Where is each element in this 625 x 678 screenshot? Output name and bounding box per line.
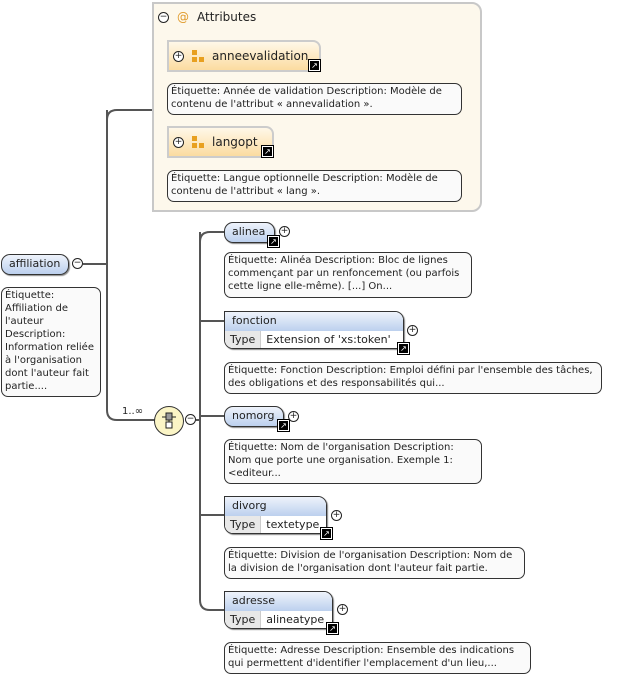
element-affiliation[interactable]: affiliation	[1, 254, 69, 275]
cardinality-label: 1..∞	[122, 406, 144, 417]
attribute-name: anneevalidation	[212, 49, 309, 63]
link-arrow-icon[interactable]: ↗	[277, 419, 290, 432]
type-value: textetype	[266, 518, 320, 531]
attributes-title: Attributes	[197, 10, 257, 24]
element-name: divorg	[225, 497, 326, 516]
type-label: Type	[225, 331, 262, 348]
attribute-note: Étiquette: Année de validation Descripti…	[167, 83, 462, 115]
element-note: Étiquette: Division de l'organisation De…	[224, 547, 525, 579]
attribute-note: Étiquette: Langue optionnelle Descriptio…	[167, 170, 462, 202]
element-note: Étiquette: Affiliation de l'auteur Descr…	[1, 287, 101, 397]
collapse-icon[interactable]: −	[185, 414, 196, 425]
type-label: Type	[225, 611, 262, 628]
link-arrow-icon[interactable]: ↗	[320, 527, 333, 540]
type-value: alineatype	[266, 613, 325, 626]
expand-icon[interactable]: +	[407, 325, 418, 336]
link-arrow-icon[interactable]: ↗	[326, 622, 339, 635]
link-arrow-icon[interactable]: ↗	[397, 342, 410, 355]
link-arrow-icon[interactable]: ↗	[267, 235, 280, 248]
attribute-name: langopt	[212, 135, 258, 149]
expand-icon[interactable]: +	[331, 510, 342, 521]
sequence-compositor-icon[interactable]	[154, 406, 184, 436]
expand-icon[interactable]: +	[173, 136, 184, 148]
element-nomorg[interactable]: nomorg	[224, 406, 284, 427]
expand-icon[interactable]: +	[337, 604, 348, 615]
element-note: Étiquette: Nom de l'organisation Descrip…	[224, 439, 482, 484]
element-fonction[interactable]: fonction Type Extension of 'xs:token'	[224, 311, 404, 349]
element-adresse[interactable]: adresse Type alineatype	[224, 591, 333, 629]
link-arrow-icon[interactable]: ↗	[308, 59, 321, 72]
element-divorg[interactable]: divorg Type textetype	[224, 496, 327, 534]
element-note: Étiquette: Fonction Description: Emploi …	[224, 362, 602, 394]
collapse-icon[interactable]: −	[158, 11, 169, 23]
element-note: Étiquette: Alinéa Description: Bloc de l…	[224, 252, 472, 298]
attribute-icon	[192, 50, 204, 62]
attribute-langopt[interactable]: + langopt ↗	[167, 126, 274, 158]
at-sign-icon: @	[177, 10, 189, 24]
link-arrow-icon[interactable]: ↗	[261, 145, 274, 158]
attributes-header: − @ Attributes	[158, 10, 256, 24]
element-name: fonction	[225, 312, 403, 331]
type-value: Extension of 'xs:token'	[266, 333, 391, 346]
attribute-icon	[192, 136, 204, 148]
expand-icon[interactable]: +	[279, 226, 290, 237]
element-alinea[interactable]: alinea	[224, 222, 275, 243]
collapse-icon[interactable]: −	[72, 258, 83, 269]
element-name: adresse	[225, 592, 332, 611]
expand-icon[interactable]: +	[288, 411, 299, 422]
element-note: Étiquette: Adresse Description: Ensemble…	[224, 642, 531, 674]
type-label: Type	[225, 516, 262, 533]
expand-icon[interactable]: +	[173, 50, 184, 62]
attribute-anneevalidation[interactable]: + anneevalidation ↗	[167, 40, 321, 72]
